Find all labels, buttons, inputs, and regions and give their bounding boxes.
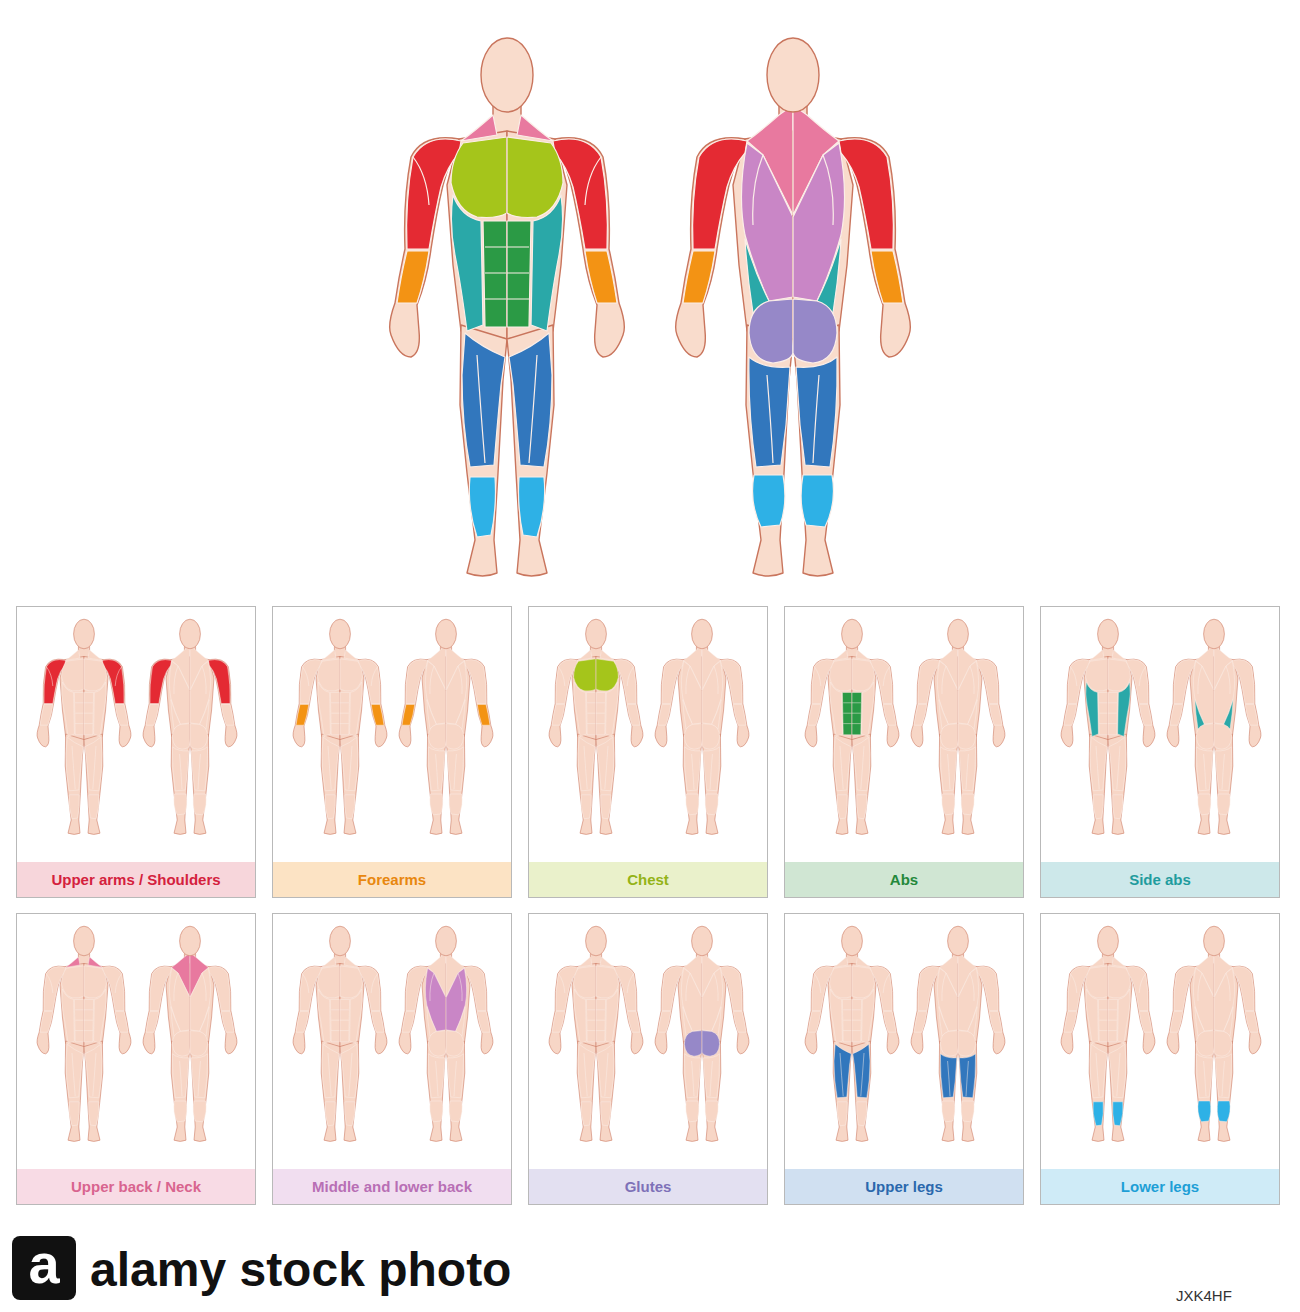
muscle-group-panel: Upper arms / Shoulders — [16, 606, 256, 898]
back-figure — [676, 38, 911, 576]
muscle-group-panel: Lower legs — [1040, 913, 1280, 1205]
label-band: Glutes — [529, 1169, 767, 1204]
panel-label: Abs — [890, 871, 918, 888]
watermark: alamy stock photo — [90, 1242, 511, 1297]
muscle-group-panel: Glutes — [528, 913, 768, 1205]
back-figure — [911, 619, 1005, 834]
back-figure — [655, 926, 749, 1141]
side-abs-figures — [1061, 619, 1261, 834]
label-band: Upper legs — [785, 1169, 1023, 1204]
panel-label: Middle and lower back — [312, 1178, 472, 1195]
label-band: Forearms — [273, 862, 511, 897]
back-figure — [1167, 926, 1261, 1141]
panel-label: Upper back / Neck — [71, 1178, 201, 1195]
panel-label: Lower legs — [1121, 1178, 1199, 1195]
muscle-group-panel: Upper back / Neck — [16, 913, 256, 1205]
panel-label: Upper legs — [865, 1178, 943, 1195]
back-figure — [911, 926, 1005, 1141]
label-band: Abs — [785, 862, 1023, 897]
muscle-group-panel: Chest — [528, 606, 768, 898]
back-figure — [1167, 619, 1261, 834]
back-figure — [143, 619, 237, 834]
muscle-group-panel: Middle and lower back — [272, 913, 512, 1205]
upper-legs-figures — [805, 926, 1005, 1141]
label-band: Chest — [529, 862, 767, 897]
forearms-figures — [293, 619, 493, 834]
panel-label: Forearms — [358, 871, 426, 888]
front-figure — [549, 926, 643, 1141]
front-figure — [549, 619, 643, 834]
chest-figures — [549, 619, 749, 834]
label-band: Upper back / Neck — [17, 1169, 255, 1204]
front-figure — [1061, 619, 1155, 834]
front-figure — [37, 619, 131, 834]
image-id: JXK4HF — [1176, 1287, 1232, 1304]
muscle-group-panel: Side abs — [1040, 606, 1280, 898]
panel-label: Upper arms / Shoulders — [51, 871, 220, 888]
front-figure — [805, 926, 899, 1141]
front-figure — [805, 619, 899, 834]
front-figure — [390, 38, 625, 576]
front-figure — [293, 926, 387, 1141]
label-band: Middle and lower back — [273, 1169, 511, 1204]
abs-figures — [805, 619, 1005, 834]
front-figure — [1061, 926, 1155, 1141]
muscle-group-panel: Abs — [784, 606, 1024, 898]
upper-back-figures — [37, 926, 237, 1141]
back-figure — [399, 619, 493, 834]
panel-label: Chest — [627, 871, 669, 888]
label-band: Lower legs — [1041, 1169, 1279, 1204]
panel-label: Side abs — [1129, 871, 1191, 888]
label-band: Side abs — [1041, 862, 1279, 897]
back-figure — [655, 619, 749, 834]
back-figure — [399, 926, 493, 1141]
middle-back-figures — [293, 926, 493, 1141]
logo-mark: a — [12, 1236, 76, 1300]
arms-figures — [37, 619, 237, 834]
panel-label: Glutes — [625, 1178, 672, 1195]
lower-legs-figures — [1061, 926, 1261, 1141]
back-figure — [143, 926, 237, 1141]
front-figure — [37, 926, 131, 1141]
label-band: Upper arms / Shoulders — [17, 862, 255, 897]
muscle-group-panel: Forearms — [272, 606, 512, 898]
overview-figures — [390, 38, 911, 576]
front-figure — [293, 619, 387, 834]
muscle-group-panel: Upper legs — [784, 913, 1024, 1205]
glutes-figures — [549, 926, 749, 1141]
